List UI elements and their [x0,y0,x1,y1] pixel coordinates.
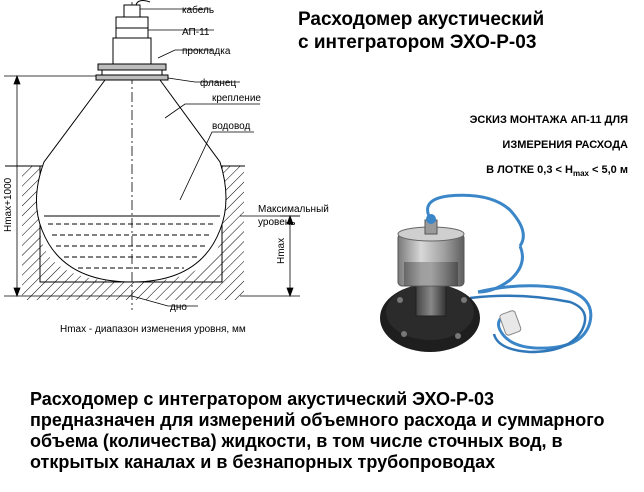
label-bottom: дно [170,302,187,313]
label-range-note: Hmax - диапазон изменения уровня, мм [60,324,246,335]
title-line-2: с интегратором ЭХО-Р-03 [298,32,537,53]
sketch-caption-line-2: ИЗМЕРЕНИЯ РАСХОДА [502,139,628,151]
sensor-ap11-drawing [95,0,169,81]
sketch-caption-range-prefix: В ЛОТКЕ 0,3 < H [486,164,573,176]
label-cable: кабель [182,4,214,16]
description: Расходомер с интегратором акустический Э… [30,389,635,473]
description-line-1: Расходомер с интегратором акустический Э… [30,389,495,409]
label-hmax: Hmax [276,238,287,264]
sensor-photo [380,193,593,354]
water-lines [44,215,220,269]
description-line-2: предназначен для измерений объемного рас… [30,410,605,430]
page-title: Расходомер акустический с интегратором Э… [298,8,598,54]
label-flange: фланец [200,77,236,89]
water-guide-cone [35,79,227,283]
sketch-caption-range-sub: max [572,169,589,179]
sketch-caption-range-suffix: < 5,0 м [588,164,628,176]
sketch-caption-line-1: ЭСКИЗ МОНТАЖА АП-11 ДЛЯ [469,114,628,126]
label-hmax-total: Hmax+1000 [3,177,14,232]
label-max-level-1: Максимальный [258,204,329,215]
sketch-caption: ЭСКИЗ МОНТАЖА АП-11 ДЛЯ ИЗМЕРЕНИЯ РАСХОД… [400,108,628,186]
title-line-1: Расходомер акустический [298,9,545,30]
label-max-level-2: уровень [258,217,296,228]
sketch-caption-line-3: В ЛОТКЕ 0,3 < Hmax < 5,0 м [400,158,628,186]
leader-lines [100,8,300,307]
description-line-3: объема (количества) жидкости, в том числ… [30,431,563,451]
label-mount: крепление [212,93,261,104]
label-sensor: АП-11 [182,27,210,38]
label-water-guide: водовод [212,121,250,132]
description-line-4: открытых каналах и в безнапорных трубопр… [30,452,496,472]
dimension-lines [4,74,300,298]
label-gasket: прокладка [182,46,231,57]
